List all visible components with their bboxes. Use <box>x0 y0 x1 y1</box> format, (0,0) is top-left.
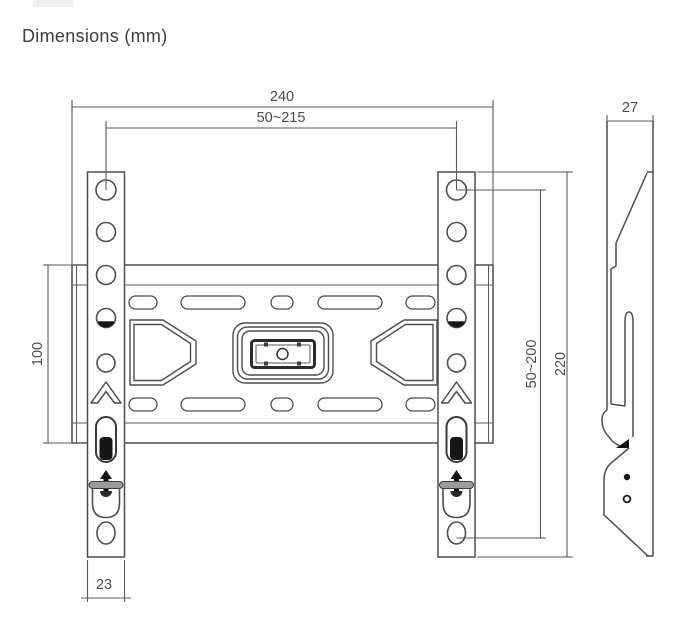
dim-label-plate-height: 100 <box>30 342 46 366</box>
screw-dot-top <box>623 473 631 481</box>
dim-hole-spacing-height: 50~200 <box>456 189 546 539</box>
page-title: Dimensions (mm) <box>22 26 168 46</box>
dim-label-rail-height: 220 <box>553 352 569 376</box>
dim-overall-width: 240 <box>71 89 494 265</box>
front-view: 240 50~215 100 <box>30 89 573 602</box>
dim-rail-width: 23 <box>81 560 131 602</box>
spirit-level <box>232 322 334 384</box>
dim-rail-height: 220 <box>477 171 573 558</box>
dim-label-hole-spacing-width: 50~215 <box>257 110 306 126</box>
dim-label-rail-width: 23 <box>96 577 112 593</box>
dim-hole-spacing-width: 50~215 <box>105 110 458 190</box>
lock-slider <box>99 437 113 460</box>
hook-notch <box>616 439 629 448</box>
dim-label-depth: 27 <box>622 100 638 116</box>
slot-row-top <box>128 295 436 310</box>
wall-plate <box>71 264 494 444</box>
slot-row-bottom <box>128 397 436 412</box>
emboss-pocket-left <box>129 319 197 386</box>
dim-label-hole-spacing-height: 50~200 <box>524 340 540 389</box>
side-profile <box>601 121 654 557</box>
vesa-rail-holes-left <box>88 179 124 545</box>
dim-depth: 27 <box>606 100 654 127</box>
level-bubble <box>276 347 289 361</box>
side-view: 27 <box>601 100 654 557</box>
release-tab <box>88 470 124 519</box>
emboss-pocket-right <box>370 319 438 386</box>
screw-dot-bottom <box>622 494 632 504</box>
arrow-up-emboss-icon <box>90 381 122 404</box>
dim-label-overall-width: 240 <box>270 89 294 105</box>
cropped-element <box>33 0 73 7</box>
dim-plate-height: 100 <box>30 264 87 444</box>
